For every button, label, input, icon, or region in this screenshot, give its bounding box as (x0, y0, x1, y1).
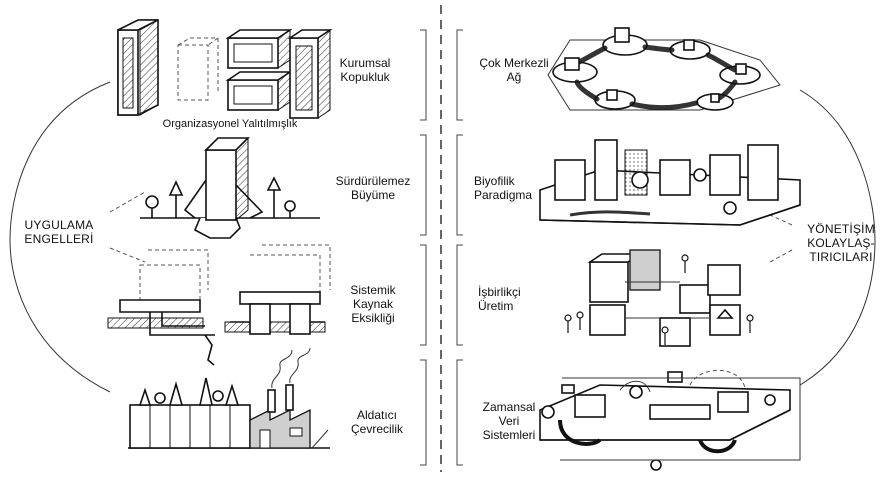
label-polycentric-network: Çok Merkezli Ağ (474, 56, 554, 84)
left-connectors (109, 191, 146, 263)
right-group-label: YÖNETİŞİM KOLAYLAŞ- TIRICILARI (800, 222, 882, 264)
right-group-label-line: YÖNETİŞİM (807, 222, 875, 236)
label-line: Kurumsal (339, 56, 391, 70)
right-group-label-line: KOLAYLAŞ- (807, 236, 875, 250)
right-arc (799, 89, 876, 386)
label-line: Kaynak (352, 297, 394, 311)
left-group-label: UYGULAMA ENGELLERİ (10, 218, 108, 246)
label-line: İşbirlikçi (478, 285, 521, 299)
right-group-label-line: TIRICILARI (809, 250, 873, 264)
left-group-label-line: ENGELLERİ (24, 232, 94, 246)
illustration-greenwashing (128, 347, 330, 449)
illustration-temporal-data-systems (539, 369, 801, 471)
left-brackets (420, 29, 427, 466)
label-line: Biyofilik (474, 174, 515, 188)
label-line: Eksikliği (351, 311, 395, 325)
label-temporal-data-systems: Zamansal Veri Sistemleri (474, 400, 544, 442)
label-collaborative-production: İşbirlikçi Üretim (478, 285, 548, 313)
label-systemic-resource-deficiency: Sistemik Kaynak Eksikliği (318, 283, 428, 325)
label-line: Aldatıcı (356, 408, 398, 422)
label-line: Üretim (478, 299, 514, 313)
illustration-biophilic-paradigm (539, 139, 801, 226)
label-line: Veri (498, 414, 520, 428)
caption-organizational-isolation: Organizasyonel Yalıtılmışlık (162, 118, 298, 130)
label-line: Sürdürülemez (335, 174, 411, 188)
label-line: Zamansal (482, 400, 536, 414)
illustration-organizational-isolation (117, 19, 333, 119)
label-biophilic-paradigm: Biyofilik Paradigma (474, 174, 544, 202)
label-unsustainable-growth: Sürdürülemez Büyüme (318, 174, 428, 202)
label-line: Sistemleri (482, 428, 536, 442)
illustration-resource-deficiency (107, 244, 331, 366)
label-line: Paradigma (474, 188, 533, 202)
left-group-label-line: UYGULAMA (24, 218, 94, 232)
illustration-unsustainable-growth (140, 136, 320, 239)
left-arc (9, 81, 111, 393)
label-line: Çevrecilik (350, 422, 403, 436)
label-line: Sistemik (350, 283, 396, 297)
label-line: Büyüme (350, 188, 396, 202)
illustration-polycentric-network (547, 27, 781, 111)
label-line: Çok Merkezli (479, 56, 549, 70)
label-greenwashing: Aldatıcı Çevrecilik (322, 408, 432, 436)
label-line: Ağ (506, 70, 522, 84)
people-figures (564, 254, 754, 345)
illustration-collaborative-production (564, 249, 754, 347)
right-connectors (769, 214, 793, 263)
label-line: Kopukluk (340, 70, 390, 84)
right-brackets (456, 29, 463, 466)
label-institutional-disconnection: Kurumsal Kopukluk (310, 56, 420, 84)
